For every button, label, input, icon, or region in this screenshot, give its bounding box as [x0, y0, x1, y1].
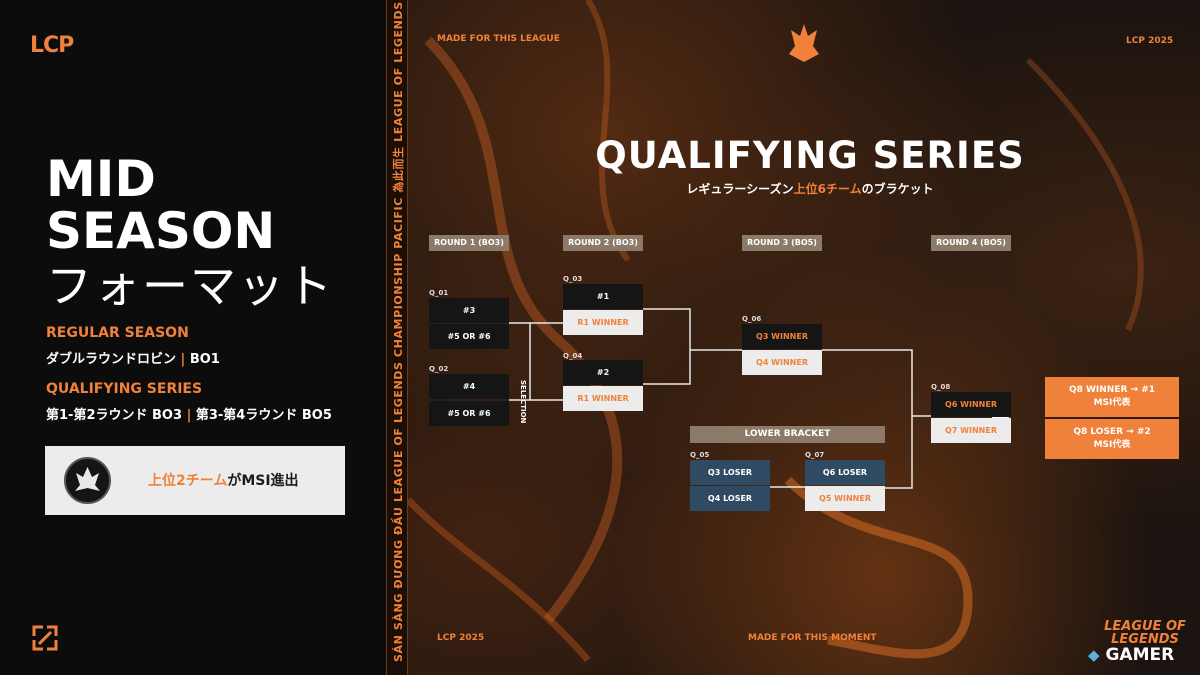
- subtitle-b: のブラケット: [861, 182, 934, 196]
- q07-bottom-slot: Q5 WINNER: [805, 486, 885, 511]
- slogan-text: SÁN SÀNG ĐƯƠNG ĐẦU LEAGUE OF LEGENDS CHA…: [392, 0, 405, 662]
- msi-rest: がMSI進出: [227, 473, 299, 489]
- q02-id: Q_02: [429, 365, 449, 373]
- main-bracket-area: MADE FOR THIS LEAGUE LCP 2025 QUALIFYING…: [408, 0, 1200, 675]
- separator: |: [180, 352, 186, 367]
- q01-id: Q_01: [429, 289, 449, 297]
- q05-top-slot: Q3 LOSER: [690, 460, 770, 485]
- regular-season-text: ダブルラウンドロビン | BO1: [46, 348, 220, 367]
- top-right-label: LCP 2025: [1126, 36, 1174, 46]
- lower-bracket-label: LOWER BRACKET: [690, 426, 885, 443]
- q04-top-slot: #2: [563, 360, 643, 385]
- top-left-tagline: MADE FOR THIS LEAGUE: [437, 34, 560, 44]
- round-3-label: ROUND 3 (BO5): [742, 235, 822, 251]
- regular-season-heading: REGULAR SEASON: [46, 325, 189, 341]
- bottom-center-tagline: MADE FOR THIS MOMENT: [748, 633, 877, 643]
- msi-qualification-box: 上位2チームがMSI進出: [45, 446, 345, 515]
- title-mid: MID: [46, 150, 156, 208]
- q01-top-slot: #3: [429, 298, 509, 323]
- q07-id: Q_07: [805, 451, 825, 459]
- q04-bottom-slot: R1 WINNER: [563, 386, 643, 411]
- gamer-watermark: ◆ GAMER: [1088, 645, 1174, 665]
- q03-bottom-slot: R1 WINNER: [563, 310, 643, 335]
- lcp-crest-icon: [789, 24, 819, 62]
- gamer-text: GAMER: [1105, 645, 1175, 665]
- q06-top-slot: Q3 WINNER: [742, 324, 822, 349]
- q06-id: Q_06: [742, 315, 762, 323]
- mid-season-title: MID SEASON フォーマット: [46, 153, 334, 312]
- gamer-gem-icon: ◆: [1088, 646, 1100, 664]
- msi-text: 上位2チームがMSI進出: [148, 470, 299, 490]
- separator: |: [186, 408, 192, 423]
- final-winner-msi: MSI代表: [1093, 398, 1131, 408]
- expand-icon[interactable]: [31, 624, 59, 652]
- lcp-logo: LCP: [30, 33, 74, 58]
- q03-id: Q_03: [563, 275, 583, 283]
- title-season: SEASON: [46, 202, 276, 260]
- q03-top-slot: #1: [563, 284, 643, 309]
- final-winner-seed: Q8 WINNER → #1: [1068, 385, 1156, 395]
- q08-top-slot: Q6 WINNER: [931, 392, 1011, 417]
- q06-bottom-slot: Q4 WINNER: [742, 350, 822, 375]
- vertical-slogan-strip: SÁN SÀNG ĐƯƠNG ĐẦU LEAGUE OF LEGENDS CHA…: [386, 0, 408, 675]
- q05-bottom-slot: Q4 LOSER: [690, 486, 770, 511]
- bottom-left-label: LCP 2025: [437, 633, 485, 643]
- title-format: フォーマット: [46, 259, 334, 313]
- msi-emblem-icon: [64, 457, 111, 504]
- q01-bottom-slot: #5 OR #6: [429, 324, 509, 349]
- qual-rounds-1-2: 第1-第2ラウンド BO3: [46, 408, 183, 423]
- subtitle-highlight: 上位6チーム: [793, 182, 862, 196]
- regular-bo: BO1: [189, 352, 220, 367]
- league-of-legends-logo: LEAGUE OF LEGENDS: [1100, 620, 1190, 646]
- regular-format-desc: ダブルラウンドロビン: [46, 352, 177, 367]
- selection-label: SELECTION: [519, 380, 527, 424]
- final-loser-box: Q8 LOSER → #2 MSI代表: [1045, 419, 1179, 459]
- page-title: QUALIFYING SERIES: [595, 134, 1025, 177]
- q02-bottom-slot: #5 OR #6: [429, 401, 509, 426]
- lol-line1: LEAGUE OF: [1104, 619, 1186, 634]
- q07-top-slot: Q6 LOSER: [805, 460, 885, 485]
- round-1-label: ROUND 1 (BO3): [429, 235, 509, 251]
- subtitle-a: レギュラーシーズン: [686, 182, 794, 196]
- lol-line2: LEGENDS: [1111, 632, 1179, 647]
- final-winner-box: Q8 WINNER → #1 MSI代表: [1045, 377, 1179, 417]
- round-2-label: ROUND 2 (BO3): [563, 235, 643, 251]
- background-swirls: [408, 0, 1144, 663]
- qualifying-series-text: 第1-第2ラウンド BO3 | 第3-第4ラウンド BO5: [46, 404, 332, 423]
- q08-id: Q_08: [931, 383, 951, 391]
- page-subtitle: レギュラーシーズン上位6チームのブラケット: [590, 180, 1030, 197]
- final-loser-seed: Q8 LOSER → #2: [1073, 427, 1151, 437]
- round-4-label: ROUND 4 (BO5): [931, 235, 1011, 251]
- q02-top-slot: #4: [429, 374, 509, 399]
- msi-highlight: 上位2チーム: [148, 473, 228, 489]
- final-loser-msi: MSI代表: [1093, 440, 1131, 450]
- q05-id: Q_05: [690, 451, 710, 459]
- left-panel: LCP MID SEASON フォーマット REGULAR SEASON ダブル…: [0, 0, 386, 675]
- qualifying-series-heading: QUALIFYING SERIES: [46, 381, 203, 397]
- q08-bottom-slot: Q7 WINNER: [931, 418, 1011, 443]
- qual-rounds-3-4: 第3-第4ラウンド BO5: [195, 408, 332, 423]
- q04-id: Q_04: [563, 352, 583, 360]
